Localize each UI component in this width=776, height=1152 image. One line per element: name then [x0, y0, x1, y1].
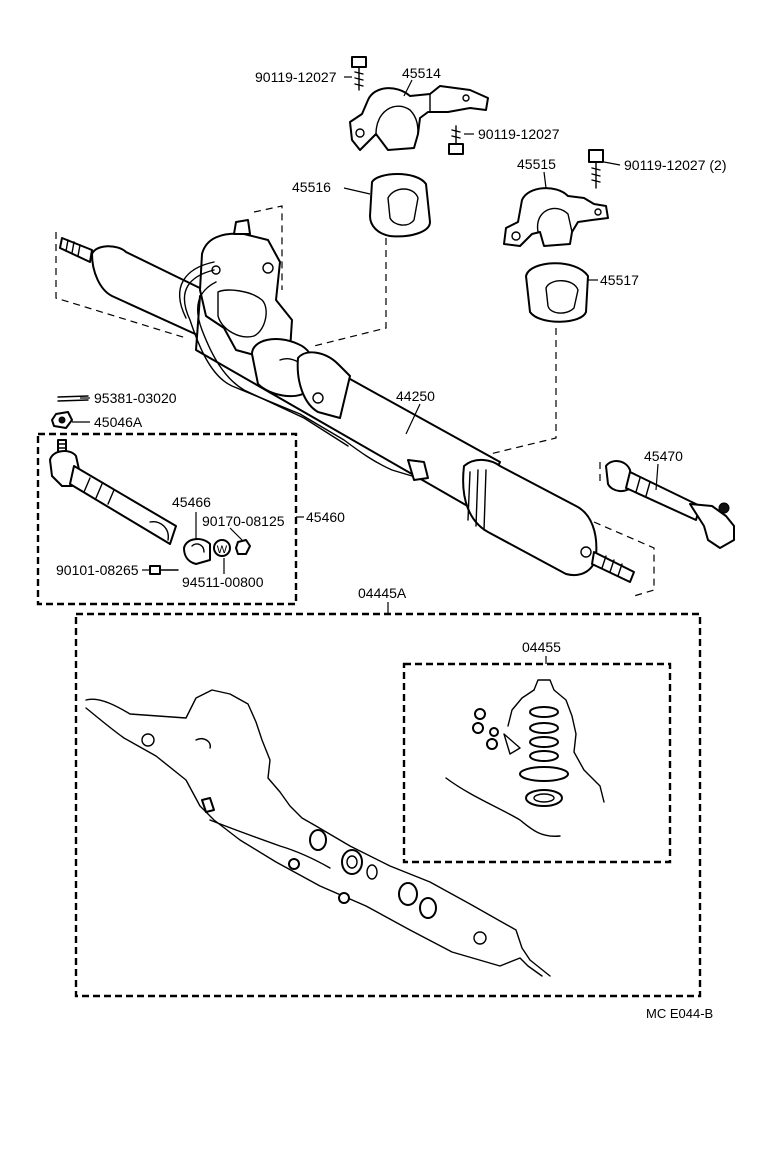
- label-washer: 94511-00800: [182, 574, 264, 590]
- valve-kit-outline: [445, 679, 605, 837]
- label-grommet-45516: 45516: [292, 179, 331, 195]
- label-grommet-45517: 45517: [600, 272, 639, 288]
- label-tie-rod-kit: 45460: [306, 509, 345, 525]
- tie-rod-end-left: [49, 439, 177, 545]
- box-tie-rod-kit: [36, 432, 298, 606]
- washer-mark: W: [217, 544, 228, 556]
- clamp-bolt: [149, 565, 179, 575]
- bolt-top-left: [351, 56, 367, 91]
- tie-rod-45470: [605, 460, 735, 549]
- label-bolt-right: 90119-12027 (2): [624, 157, 726, 173]
- label-bolt-top-left: 90119-12027: [255, 69, 337, 85]
- label-cotter-pin: 95381-03020: [94, 390, 177, 406]
- washer: W: [213, 539, 231, 557]
- label-bracket-45515: 45515: [517, 156, 556, 172]
- gasket-kit-outline: [85, 689, 551, 977]
- grommet-45517: [525, 262, 589, 323]
- bracket-45515: [503, 187, 609, 247]
- label-nut-45046A: 45046A: [94, 414, 143, 430]
- label-tie-rod-45470: 45470: [644, 448, 683, 464]
- rack-assembly-44250: [59, 219, 635, 583]
- box-gasket-kit: [74, 612, 702, 998]
- nut-45046A: [51, 411, 73, 429]
- label-bolt-mid: 90119-12027: [478, 126, 560, 142]
- label-clamp-bolt: 90101-08265: [56, 562, 139, 578]
- bolt-right: [588, 149, 604, 189]
- bolt-mid: [448, 125, 464, 155]
- label-diagram-code: MC E044-B: [646, 1006, 713, 1021]
- bracket-45514: [349, 85, 489, 151]
- label-clamp-45466: 45466: [172, 494, 211, 510]
- label-bracket-45514: 45514: [402, 65, 441, 81]
- clamp-45466: [183, 538, 211, 565]
- cotter-pin: [57, 395, 89, 402]
- label-gasket-kit: 04445A: [358, 585, 407, 601]
- label-valve-kit: 04455: [522, 639, 561, 655]
- box-valve-kit: [402, 662, 672, 864]
- clamp-nut: [235, 539, 251, 555]
- grommet-45516: [369, 173, 431, 238]
- label-rack-44250: 44250: [396, 388, 435, 404]
- label-clamp-nut: 90170-08125: [202, 513, 285, 529]
